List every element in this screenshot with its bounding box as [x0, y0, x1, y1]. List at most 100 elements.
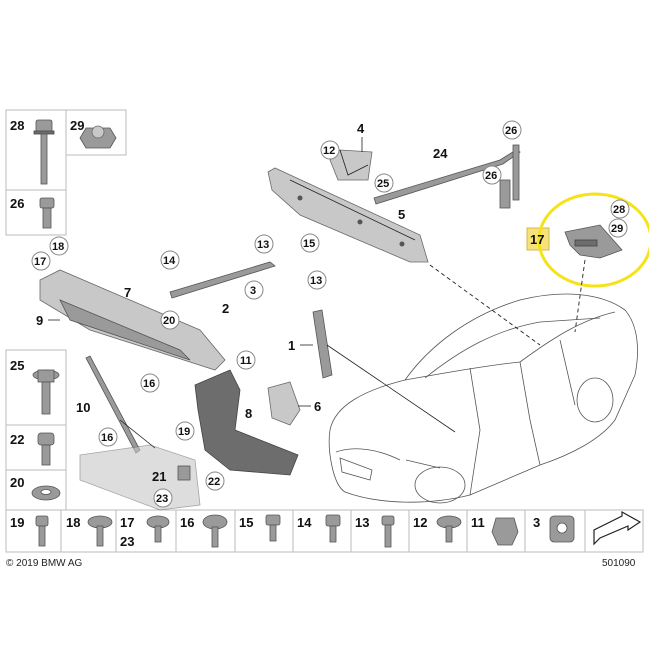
svg-text:10: 10 — [76, 400, 90, 415]
callout-14: 14 — [160, 250, 180, 270]
callout-26a: 26 — [502, 120, 522, 140]
callout-11: 11 — [236, 350, 256, 370]
row-label-19: 19 — [10, 515, 24, 530]
svg-text:26: 26 — [505, 125, 517, 137]
screw-18-icon — [87, 515, 113, 547]
svg-text:26: 26 — [485, 170, 497, 182]
svg-text:17: 17 — [34, 256, 46, 268]
svg-text:4: 4 — [357, 121, 365, 136]
copyright-text: © 2019 BMW AG — [6, 558, 83, 569]
callout-13b: 13 — [307, 270, 327, 290]
left-fastener-grid: 28 29 26 25 22 20 — [5, 109, 127, 511]
callout-2: 2 — [222, 301, 229, 316]
svg-text:14: 14 — [163, 255, 176, 267]
grid-label-22: 22 — [10, 432, 24, 447]
row-label-16: 16 — [180, 515, 194, 530]
cell-25-box — [5, 349, 67, 426]
callout-25: 25 — [374, 173, 394, 193]
car-outline — [328, 293, 638, 504]
row-label-3: 3 — [533, 515, 540, 530]
screw-15-icon — [265, 514, 281, 542]
svg-text:18: 18 — [52, 241, 64, 253]
drawing-number: 501090 — [602, 558, 636, 569]
callout-8: 8 — [245, 406, 252, 421]
svg-text:25: 25 — [377, 178, 389, 190]
washer-20-icon — [31, 485, 61, 501]
callout-20: 20 — [160, 310, 180, 330]
svg-text:12: 12 — [323, 145, 335, 157]
bolt-26-icon — [39, 197, 55, 229]
grid-label-28: 28 — [10, 118, 24, 133]
bolt-28-icon — [33, 119, 55, 185]
leader-dashed-27 — [574, 259, 586, 333]
callout-17b: 17 — [530, 232, 544, 247]
svg-text:16: 16 — [101, 432, 113, 444]
callout-15: 15 — [300, 233, 320, 253]
callout-28: 28 — [610, 199, 630, 219]
row-label-14: 14 — [297, 515, 312, 530]
direction-arrow-icon — [593, 510, 642, 546]
clip-11-icon — [491, 517, 519, 546]
svg-text:21: 21 — [152, 469, 166, 484]
callout-16b: 16 — [98, 427, 118, 447]
screw-12-icon — [436, 515, 462, 543]
callout-24: 24 — [433, 146, 448, 161]
svg-text:13: 13 — [257, 239, 269, 251]
callout-7: 7 — [124, 285, 131, 300]
callout-13a: 13 — [254, 234, 274, 254]
leader-1 — [326, 344, 456, 433]
svg-text:16: 16 — [143, 378, 155, 390]
row-label-18: 18 — [66, 515, 80, 530]
svg-text:11: 11 — [240, 355, 252, 367]
row-label-12: 12 — [413, 515, 427, 530]
rod-24 — [373, 144, 521, 209]
bracket-6 — [267, 381, 301, 426]
callout-19: 19 — [175, 421, 195, 441]
callout-6: 6 — [298, 399, 321, 414]
screw-14-icon — [325, 514, 341, 543]
strut-2 — [169, 261, 276, 299]
callout-29: 29 — [608, 218, 628, 238]
svg-text:2: 2 — [222, 301, 229, 316]
screw-16-icon — [202, 514, 228, 548]
callout-18: 18 — [49, 236, 69, 256]
row-label-11: 11 — [471, 515, 485, 530]
grid-label-20: 20 — [10, 475, 24, 490]
screw-17-icon — [146, 515, 170, 543]
cowl-panel-5 — [267, 167, 429, 263]
svg-text:8: 8 — [245, 406, 252, 421]
row-label-23: 23 — [120, 534, 134, 549]
svg-text:5: 5 — [398, 207, 405, 222]
highlight-ring — [537, 192, 649, 288]
row-label-13: 13 — [355, 515, 369, 530]
svg-text:20: 20 — [163, 315, 175, 327]
screw-19-icon — [35, 515, 49, 547]
row-label-15: 15 — [239, 515, 253, 530]
callout-12: 12 — [320, 140, 340, 160]
callout-1: 1 — [288, 338, 313, 353]
panel-7 — [39, 269, 226, 371]
svg-text:7: 7 — [124, 285, 131, 300]
svg-text:23: 23 — [156, 493, 168, 505]
svg-text:29: 29 — [611, 223, 623, 235]
callout-16a: 16 — [140, 373, 160, 393]
grid-label-26: 26 — [10, 196, 24, 211]
callout-23: 23 — [153, 488, 173, 508]
bottom-fastener-row: 19 18 17 23 16 15 14 13 12 11 3 — [5, 509, 644, 553]
svg-text:6: 6 — [314, 399, 321, 414]
svg-text:28: 28 — [613, 204, 625, 216]
screw-13-icon — [381, 515, 395, 548]
svg-text:19: 19 — [178, 426, 190, 438]
row-label-17: 17 — [120, 515, 134, 530]
callout-17a: 17 — [31, 251, 51, 271]
callout-21: 21 — [152, 465, 191, 484]
cell-26-box — [5, 189, 67, 236]
callout-9: 9 — [36, 313, 60, 328]
svg-text:15: 15 — [303, 238, 315, 250]
callout-4: 4 — [357, 121, 365, 152]
bracket-27 — [564, 224, 623, 259]
svg-text:13: 13 — [310, 275, 322, 287]
svg-text:22: 22 — [208, 476, 220, 488]
leader-10 — [119, 419, 156, 449]
nut-3-icon — [549, 515, 575, 543]
